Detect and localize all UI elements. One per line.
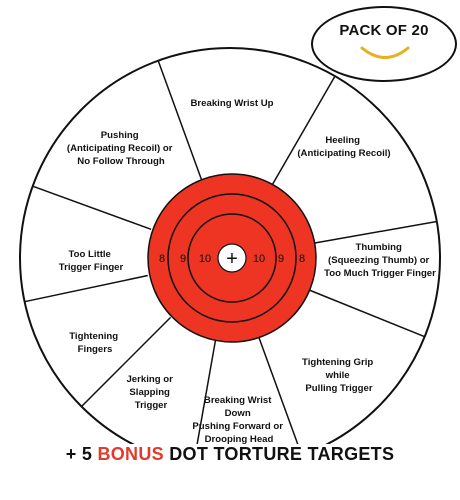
segment-label-breaking-wrist-up: Breaking Wrist Up (191, 98, 274, 109)
ring-10-circle (187, 213, 277, 303)
segment-divider-1 (271, 75, 336, 186)
target-diagram: Breaking Wrist Up Heeling (Anticipating … (19, 47, 441, 444)
segment-label-thumbing: Thumbing (Squeezing Thumb) or Too Much T… (324, 242, 436, 279)
segment-label-tightening-grip: Tightening Grip while Pulling Trigger (302, 357, 376, 394)
center-white-disc (217, 243, 247, 273)
segment-label-too-little-trigger: Too Little Trigger Finger (59, 249, 124, 273)
ring-9-circle (167, 193, 297, 323)
pack-badge-text: PACK OF 20 (339, 22, 429, 39)
pack-badge: PACK OF 20 (311, 6, 457, 82)
bonus-footer: + 5 BONUS DOT TORTURE TARGETS (0, 444, 460, 465)
ring-number-left-8: 8 (159, 253, 165, 265)
bullseye: 8 9 10 10 9 8 + (147, 173, 317, 343)
segment-divider-4 (257, 336, 299, 444)
segment-divider-0 (157, 60, 203, 180)
segment-divider-6 (80, 316, 172, 408)
segment-label-breaking-wrist-down: Breaking Wrist Down Pushing Forward or D… (192, 395, 285, 444)
ring-number-right-10: 10 (253, 253, 265, 265)
segment-divider-7 (24, 274, 148, 303)
segment-divider-5 (196, 340, 217, 444)
center-plus-mark: + (226, 248, 238, 270)
segment-labels: Breaking Wrist Up Heeling (Anticipating … (59, 98, 436, 444)
segment-label-tightening-fingers: Tightening Fingers (69, 331, 121, 355)
ring-number-right-8: 8 (299, 253, 305, 265)
ring-number-right-9: 9 (278, 253, 284, 265)
segment-divider-2 (312, 220, 437, 245)
segment-label-jerking: Jerking or Slapping Trigger (126, 374, 175, 411)
ring-number-left-9: 9 (180, 253, 186, 265)
footer-prefix: + 5 (65, 444, 98, 464)
segment-dividers (24, 60, 437, 444)
smile-icon (360, 46, 410, 59)
footer-suffix: DOT TORTURE TARGETS (163, 444, 395, 464)
ring-number-left-10: 10 (199, 253, 211, 265)
footer-bonus-highlight: BONUS (97, 444, 164, 464)
segment-label-pushing: Pushing (Anticipating Recoil) or No Foll… (67, 130, 175, 167)
segment-divider-3 (307, 288, 425, 338)
segment-label-heeling: Heeling (Anticipating Recoil) (297, 135, 390, 159)
segment-divider-8 (32, 185, 152, 231)
